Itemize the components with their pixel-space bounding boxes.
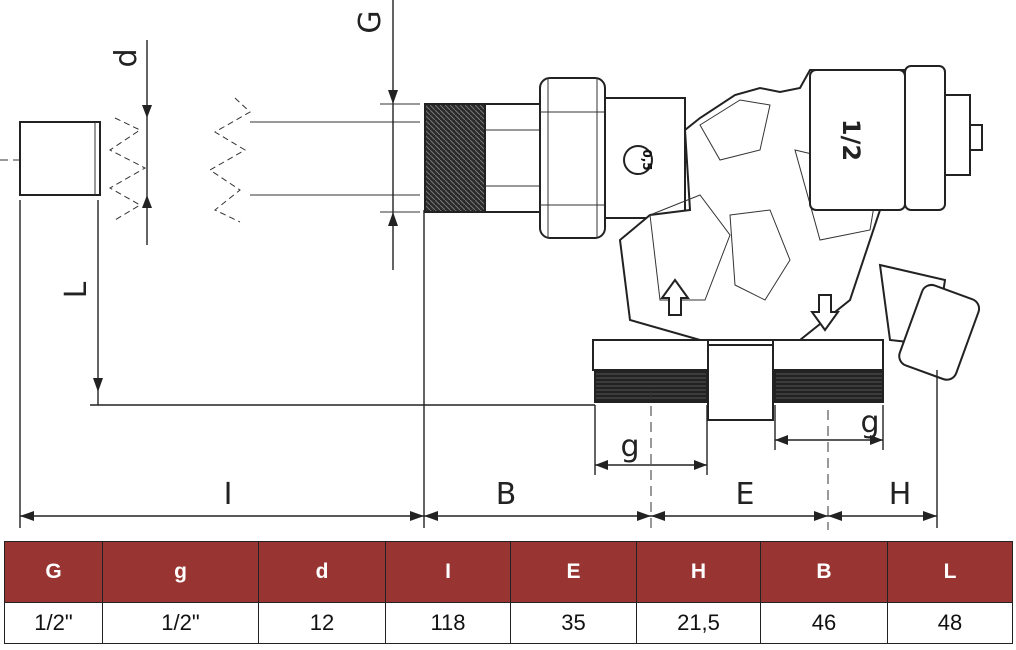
label-E: E: [736, 477, 755, 512]
value-g: 1/2": [102, 602, 259, 644]
valve-neck: 0,5: [604, 97, 686, 219]
seal-mark: 0,5: [640, 149, 654, 170]
drain-cap: [878, 263, 981, 381]
label-B: B: [496, 477, 517, 512]
L-dimension: L: [59, 200, 595, 406]
value-E: 35: [510, 602, 637, 644]
header-d: d: [258, 541, 386, 603]
outlet-gap: [707, 344, 774, 421]
header-E: E: [510, 541, 637, 603]
header-G: G: [4, 541, 103, 603]
valve-dimension-drawing: d G 0,5: [0, 0, 983, 530]
label-H: H: [889, 477, 912, 512]
outlet-right: [772, 339, 884, 403]
G-dimension: G: [353, 0, 420, 270]
chain-dimension: I B E H: [20, 477, 937, 521]
center-lines: [19, 200, 938, 530]
hex-nut: [539, 77, 606, 239]
outlet-left: [592, 339, 709, 403]
header-I: I: [385, 541, 511, 603]
header-H: H: [636, 541, 761, 603]
inlet-thread: [424, 103, 541, 213]
label-g-left: g: [620, 429, 639, 464]
label-g-right: g: [860, 405, 879, 440]
label-I: I: [224, 477, 233, 512]
g-dimension-right: g: [774, 405, 884, 450]
header-B: B: [760, 541, 888, 603]
valve-bonnet: 1/2: [809, 65, 983, 211]
value-H: 21,5: [636, 602, 761, 644]
spec-table: G g d I E H B L 1/2" 1/2" 12 118 35 21,5…: [4, 541, 1013, 644]
header-g: g: [102, 541, 259, 603]
label-G: G: [353, 10, 388, 33]
value-B: 46: [760, 602, 888, 644]
d-dimension: d: [109, 40, 152, 245]
label-L: L: [59, 281, 94, 298]
flow-down-arrow: [810, 294, 840, 332]
value-L: 48: [887, 602, 1013, 644]
pipe-break-lines: [108, 97, 420, 223]
value-I: 118: [385, 602, 511, 644]
g-dimension-left: g: [594, 405, 708, 475]
header-L: L: [887, 541, 1013, 603]
spec-value-row: 1/2" 1/2" 12 118 35 21,5 46 48: [4, 602, 1013, 644]
flow-up-arrow: [660, 278, 690, 316]
size-mark: 1/2: [837, 119, 865, 161]
value-d: 12: [258, 602, 386, 644]
value-G: 1/2": [4, 602, 103, 644]
spec-header-row: G g d I E H B L: [4, 541, 1013, 603]
label-d: d: [109, 48, 144, 67]
pipe-end: [0, 121, 101, 196]
